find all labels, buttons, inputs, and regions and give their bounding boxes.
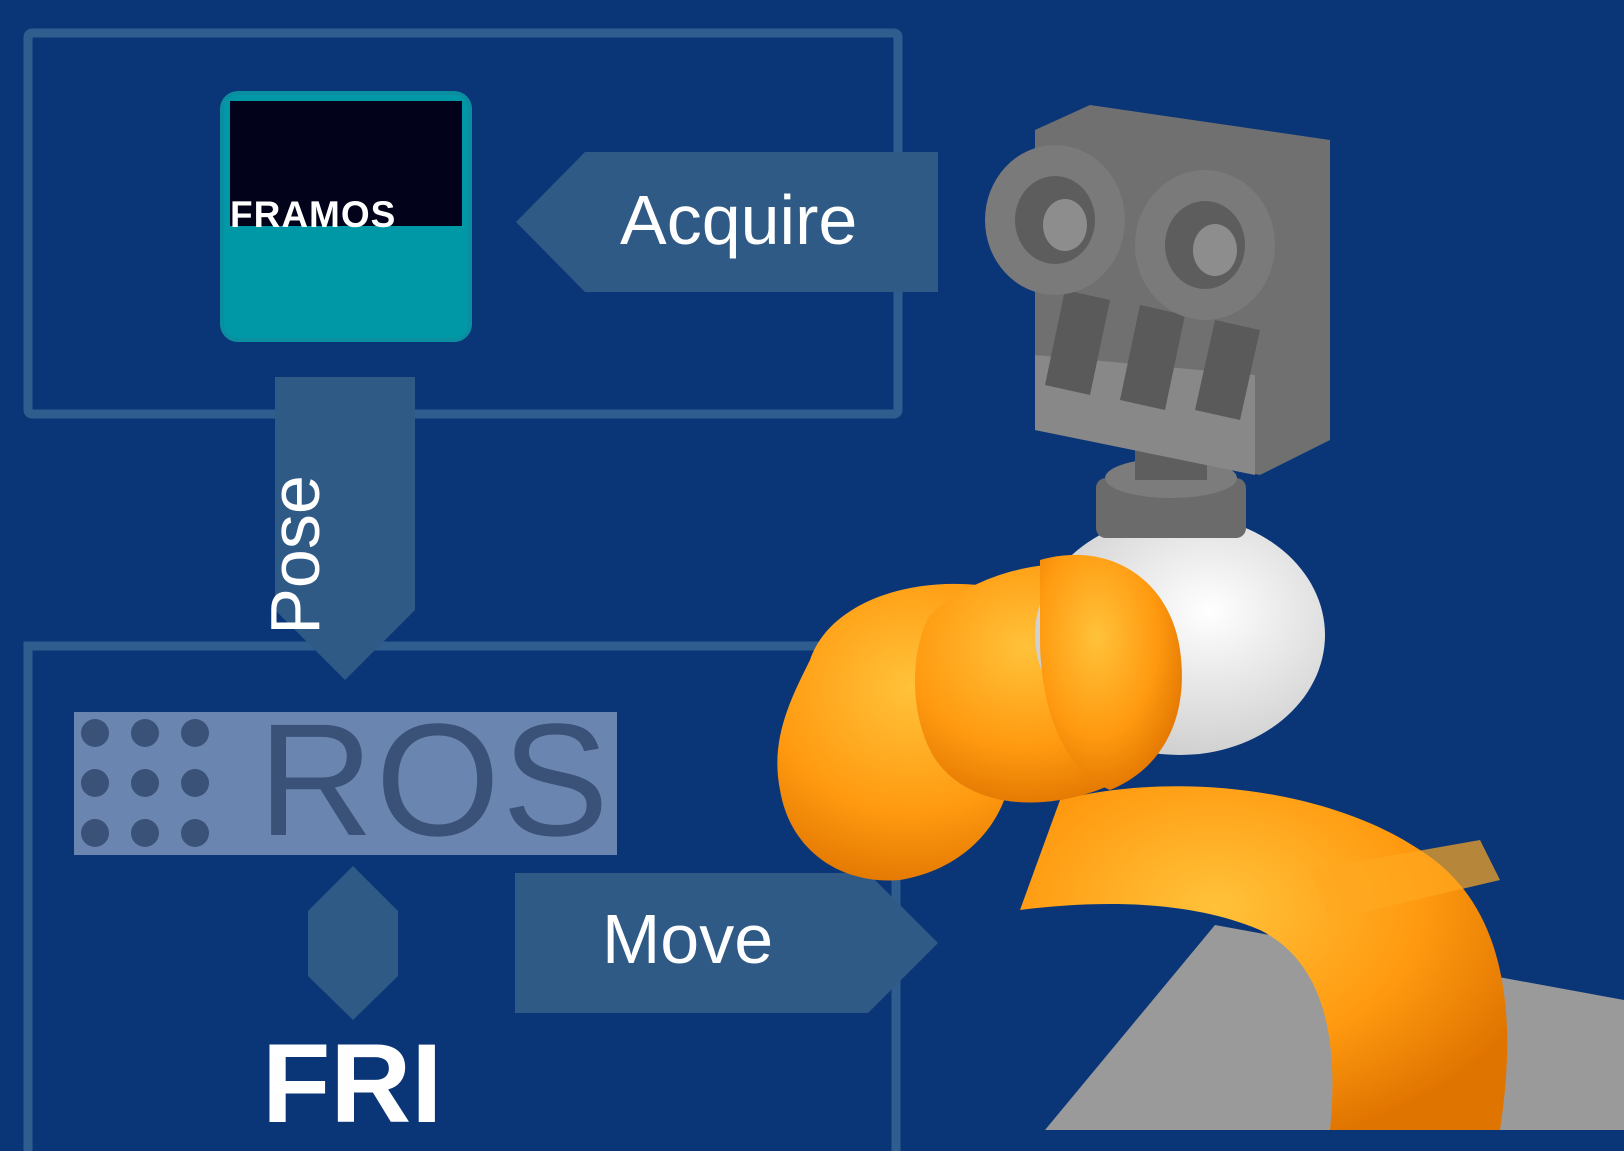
acquire-arrow xyxy=(516,152,938,292)
stereo-camera xyxy=(985,105,1330,538)
acquire-label: Acquire xyxy=(620,181,858,259)
ros-logo-text: ROS xyxy=(258,690,611,869)
framos-logo-text: FRAMOS xyxy=(230,194,397,235)
ros-logo xyxy=(74,712,617,855)
fri-label: FRI xyxy=(262,1021,443,1146)
pose-arrow xyxy=(275,377,415,680)
move-label: Move xyxy=(602,900,774,978)
ros-dots-icon xyxy=(81,719,209,847)
robot-arm xyxy=(777,515,1508,1130)
pose-label: Pose xyxy=(256,475,334,635)
ros-fri-link xyxy=(308,866,398,1020)
framos-logo xyxy=(220,91,472,342)
move-arrow xyxy=(515,873,938,1013)
